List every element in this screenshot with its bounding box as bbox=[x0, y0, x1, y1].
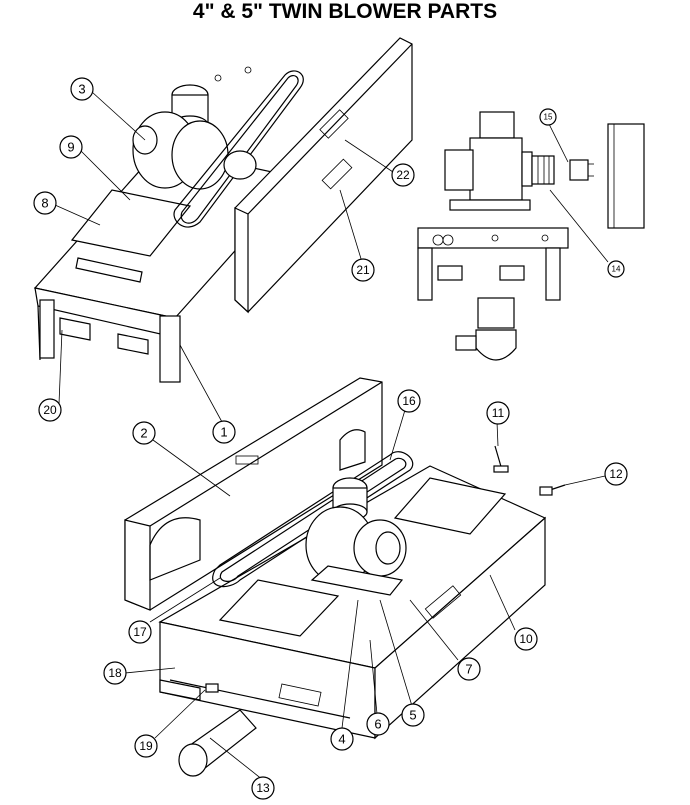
detail-views bbox=[417, 111, 645, 361]
lower-plate-right bbox=[393, 477, 507, 535]
callout-12: 12 bbox=[604, 462, 628, 486]
callout-20: 20 bbox=[38, 398, 62, 422]
svg-text:11: 11 bbox=[492, 406, 505, 420]
svg-text:7: 7 bbox=[465, 662, 472, 677]
callout-2: 2 bbox=[132, 421, 156, 445]
callout-13: 13 bbox=[251, 776, 275, 800]
callout-11: 11 bbox=[486, 401, 510, 425]
callout-22: 22 bbox=[391, 163, 415, 187]
callout-18: 18 bbox=[103, 661, 127, 685]
upper-assembly bbox=[33, 37, 413, 383]
lower-belt bbox=[212, 451, 414, 588]
svg-text:1: 1 bbox=[220, 425, 227, 440]
svg-text:17: 17 bbox=[133, 625, 147, 639]
detail-cradle bbox=[477, 297, 515, 329]
detail-motor bbox=[479, 111, 515, 139]
callout-6: 6 bbox=[366, 712, 390, 736]
svg-text:8: 8 bbox=[41, 196, 48, 211]
callout-7: 7 bbox=[457, 657, 481, 681]
callout-14: 14 bbox=[607, 260, 625, 278]
svg-text:15: 15 bbox=[544, 113, 553, 122]
svg-text:22: 22 bbox=[396, 168, 410, 182]
upper-motor-plate bbox=[70, 189, 192, 257]
svg-text:16: 16 bbox=[402, 394, 416, 408]
svg-text:21: 21 bbox=[356, 263, 370, 277]
svg-text:18: 18 bbox=[108, 666, 122, 680]
callout-4: 4 bbox=[330, 727, 354, 751]
lower-assembly bbox=[124, 377, 566, 777]
svg-text:10: 10 bbox=[519, 632, 533, 646]
callout-16: 16 bbox=[397, 389, 421, 413]
callout-21: 21 bbox=[351, 258, 375, 282]
detail-panel bbox=[607, 123, 645, 229]
upper-clip-left bbox=[59, 317, 91, 341]
callout-8: 8 bbox=[33, 191, 57, 215]
svg-text:12: 12 bbox=[609, 467, 623, 481]
callout-5: 5 bbox=[401, 703, 425, 727]
svg-text:20: 20 bbox=[43, 403, 57, 417]
upper-clip-right bbox=[117, 333, 149, 355]
svg-text:9: 9 bbox=[67, 140, 74, 155]
svg-text:14: 14 bbox=[612, 265, 621, 274]
svg-text:2: 2 bbox=[140, 426, 147, 441]
lower-plate-left bbox=[218, 579, 340, 637]
callout-10: 10 bbox=[514, 627, 538, 651]
callout-3: 3 bbox=[70, 77, 94, 101]
detail-flange bbox=[531, 155, 555, 185]
svg-text:5: 5 bbox=[409, 708, 416, 723]
callout-19: 19 bbox=[134, 734, 158, 758]
detail-clip bbox=[569, 159, 589, 181]
callout-17: 17 bbox=[128, 620, 152, 644]
svg-text:6: 6 bbox=[374, 717, 381, 732]
svg-text:3: 3 bbox=[78, 82, 85, 97]
callout-15: 15 bbox=[539, 108, 557, 126]
svg-text:19: 19 bbox=[139, 739, 153, 753]
callout-1: 1 bbox=[212, 420, 236, 444]
leader-lines bbox=[54, 91, 609, 781]
page-title: 4" & 5" TWIN BLOWER PARTS bbox=[192, 0, 498, 23]
detail-frame bbox=[417, 227, 569, 249]
upper-belt bbox=[173, 70, 304, 228]
callout-9: 9 bbox=[59, 135, 83, 159]
svg-text:13: 13 bbox=[256, 781, 270, 795]
svg-text:4: 4 bbox=[338, 732, 345, 747]
